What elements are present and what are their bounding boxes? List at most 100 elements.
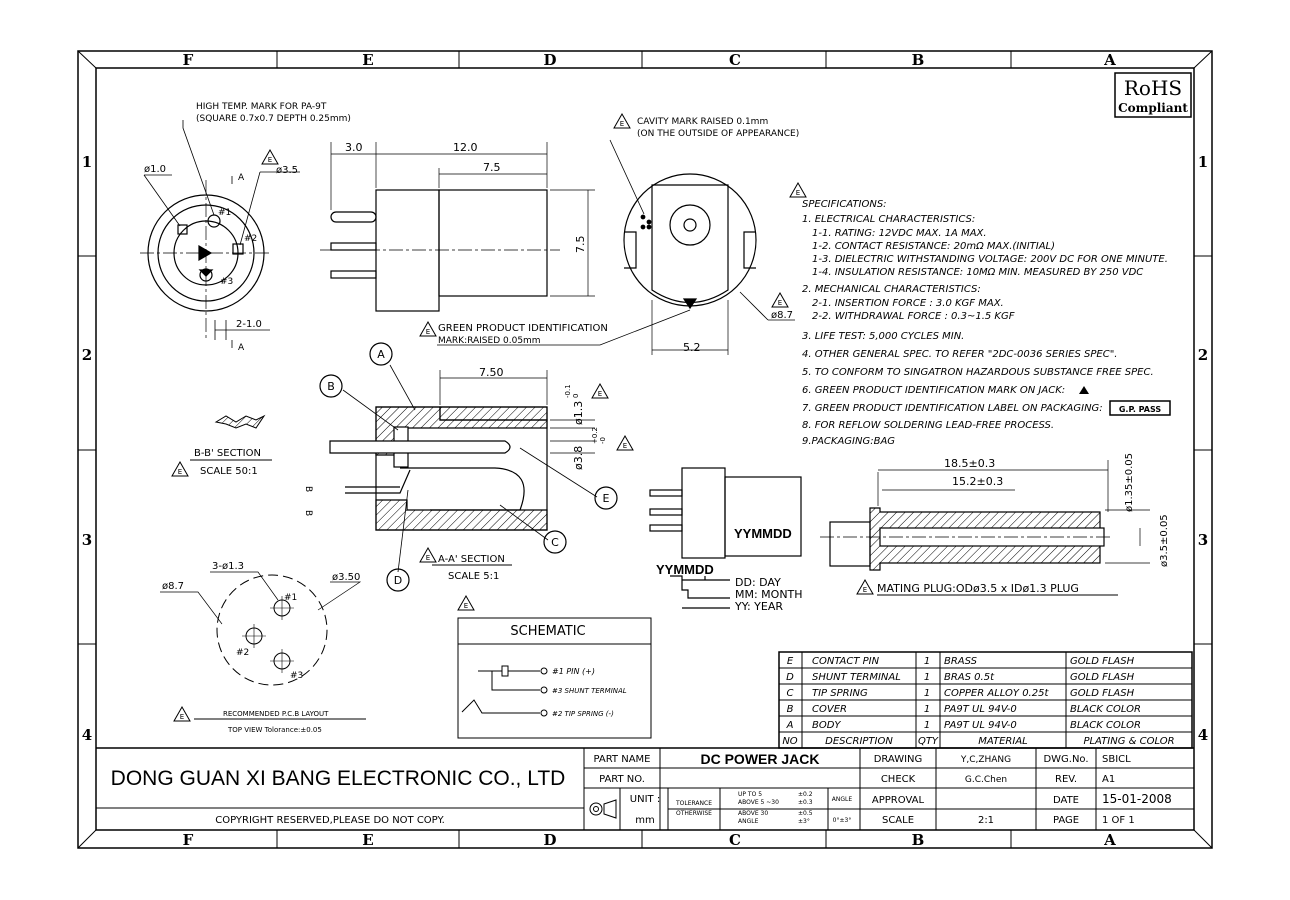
bb-section-scale: SCALE 50:1	[200, 466, 258, 477]
pcb-pin2: #2	[236, 648, 249, 658]
svg-text:E: E	[426, 328, 430, 336]
tol-up-to-5-val: ±0.2	[798, 791, 813, 798]
spec-line: 2-1. INSERTION FORCE : 3.0 KGF MAX.	[812, 298, 1004, 309]
dim-d3-5: ø3.5	[276, 165, 298, 176]
bom-desc: SHUNT TERMINAL	[812, 672, 901, 683]
green-id-note-2: MARK:RAISED 0.05mm	[438, 336, 541, 346]
row-right-4: 4	[1198, 726, 1208, 744]
dwg-no-label: DWG.No.	[1043, 754, 1088, 765]
rear-view-labels: CAVITY MARK RAISED 0.1mm (ON THE OUTSIDE…	[438, 117, 799, 354]
spec-title: SPECIFICATIONS:	[802, 199, 887, 210]
zone-bottom-f: F	[183, 831, 194, 849]
mating-plug-labels: 18.5±0.3 15.2±0.3 ø1.35±0.05 ø3.5±0.05 M…	[856, 453, 1170, 596]
scale-value: 2:1	[978, 815, 994, 826]
zone-labels: F E D C B A F E D C B A 1 2 3 4 1 2 3 4	[82, 51, 1208, 849]
svg-text:E: E	[464, 602, 468, 610]
bom-table: E CONTACT PIN 1 BRASS GOLD FLASH D SHUNT…	[778, 651, 1193, 749]
zone-bottom-c: C	[729, 831, 741, 849]
spec-line: 5. TO CONFORM TO SINGATRON HAZARDOUS SUB…	[802, 367, 1154, 378]
date-code-view	[649, 467, 802, 609]
section-aa-labels: A B E C D 7.50 ø1.3 -0.1 0 ø3.8 +0.2 -0 …	[303, 348, 610, 587]
rev-marker-icon: E E E	[419, 112, 789, 337]
high-temp-note-2: (SQUARE 0.7x0.7 DEPTH 0.25mm)	[196, 114, 351, 124]
row-left-2: 2	[82, 346, 92, 364]
schematic-pin1: #1 PIN (+)	[552, 667, 595, 676]
row-right-3: 3	[1198, 531, 1208, 549]
dim-18-5: 18.5±0.3	[944, 457, 995, 470]
svg-text:E: E	[426, 554, 430, 562]
check-by: G.C.Chen	[965, 775, 1007, 785]
section-aa-view	[319, 342, 618, 592]
spec-line: 7. GREEN PRODUCT IDENTIFICATION LABEL ON…	[802, 403, 1103, 414]
date-dd: DD: DAY	[735, 576, 781, 589]
bom-header-qty: QTY	[918, 736, 939, 747]
zone-top-b: B	[912, 51, 925, 69]
green-id-note: GREEN PRODUCT IDENTIFICATION	[438, 323, 608, 334]
spec-line: 1-2. CONTACT RESISTANCE: 20mΩ MAX.(INITI…	[812, 241, 1055, 252]
pcb-title: RECOMMENDED P.C.B LAYOUT	[223, 710, 329, 718]
row-left-4: 4	[82, 726, 92, 744]
spec-line: 2-2. WITHDRAWAL FORCE : 0.3~1.5 KGF	[812, 311, 1015, 322]
rev-marker-icon: E E E E	[419, 382, 634, 611]
spec-line: 8. FOR REFLOW SOLDERING LEAD-FREE PROCES…	[802, 420, 1054, 431]
bb-section-title: B-B' SECTION	[194, 448, 261, 459]
dim-12-0: 12.0	[453, 141, 478, 154]
outer-frame	[77, 50, 1213, 849]
dwg-no: SBICL	[1102, 754, 1131, 765]
spec-line: 3. LIFE TEST: 5,000 CYCLES MIN.	[802, 331, 964, 342]
bom-header-desc: DESCRIPTION	[825, 736, 893, 747]
drawing-by: Y,C,ZHANG	[960, 755, 1011, 765]
date-code-labels: YYMMDD YYMMDD DD: DAY MM: MONTH YY: YEAR	[656, 526, 803, 613]
aa-section-scale: SCALE 5:1	[448, 571, 499, 582]
date-mm: MM: MONTH	[735, 588, 803, 601]
callout-a: A	[377, 348, 385, 361]
pcb-subtitle: TOP VIEW Tolorance:±0.05	[227, 726, 322, 734]
bom-desc: CONTACT PIN	[812, 656, 880, 667]
rohs-badge: RoHS Compliant	[1114, 72, 1192, 118]
bom-desc: COVER	[812, 704, 847, 715]
dim-15-2: 15.2±0.3	[952, 475, 1003, 488]
unit-value: mm	[635, 815, 654, 826]
bom-no: E	[787, 656, 794, 667]
tol-above-30-val: ±0.5	[798, 810, 813, 817]
bom-qty: 1	[924, 688, 930, 699]
unit-label: UNIT :	[630, 794, 660, 805]
rev-marker-icon	[173, 705, 191, 722]
cavity-note-2: (ON THE OUTSIDE OF APPEARANCE)	[637, 129, 799, 139]
bom-material: COPPER ALLOY 0.25t	[944, 688, 1049, 699]
section-b-mark: B	[303, 486, 313, 492]
bom-material: PA9T UL 94V-0	[944, 704, 1017, 715]
bom-header-no: NO	[782, 736, 797, 747]
specifications: E SPECIFICATIONS: 1. ELECTRICAL CHARACTE…	[789, 181, 1171, 447]
zone-bottom-d: D	[543, 831, 556, 849]
bom-desc: TIP SPRING	[812, 688, 868, 699]
bom-no: C	[787, 688, 794, 699]
pin2-label: #2	[244, 234, 257, 244]
tol-above-30: ABOVE 30	[738, 810, 768, 817]
mating-plug-note: MATING PLUG:ODø3.5 x IDø1.3 PLUG	[877, 582, 1079, 595]
svg-text:E: E	[180, 713, 184, 721]
bom-material: PA9T UL 94V-0	[944, 720, 1017, 731]
dim-7-50: 7.50	[479, 366, 504, 379]
angle-value: 0°±3°	[833, 817, 852, 824]
dim-d1-3-tol: -0.1	[564, 384, 572, 398]
row-right-2: 2	[1198, 346, 1208, 364]
page-label: PAGE	[1053, 815, 1079, 826]
callout-e: E	[603, 492, 610, 505]
dim-d1-3-tol0: 0	[572, 394, 580, 398]
date-code-legend: YYMMDD	[656, 562, 714, 577]
dim-d3-8-tol0: -0	[599, 437, 607, 444]
side-view-labels: 3.0 12.0 7.5 7.5	[345, 141, 587, 253]
spec-line: 1-3. DIELECTRIC WITHSTANDING VOLTAGE: 20…	[812, 254, 1168, 265]
part-name-label: PART NAME	[593, 754, 650, 765]
section-a-top: A	[238, 173, 245, 183]
dim-7-5-top: 7.5	[483, 161, 501, 174]
rev-marker-icon	[856, 578, 874, 595]
schematic-title: SCHEMATIC	[510, 624, 585, 639]
bom-material: BRAS 0.5t	[944, 672, 995, 683]
tol-angle: ANGLE	[738, 818, 759, 825]
pcb-layout	[160, 571, 362, 686]
date-value: 15-01-2008	[1102, 792, 1172, 806]
dim-3-0: 3.0	[345, 141, 363, 154]
date-code-mark: YYMMDD	[734, 526, 792, 541]
